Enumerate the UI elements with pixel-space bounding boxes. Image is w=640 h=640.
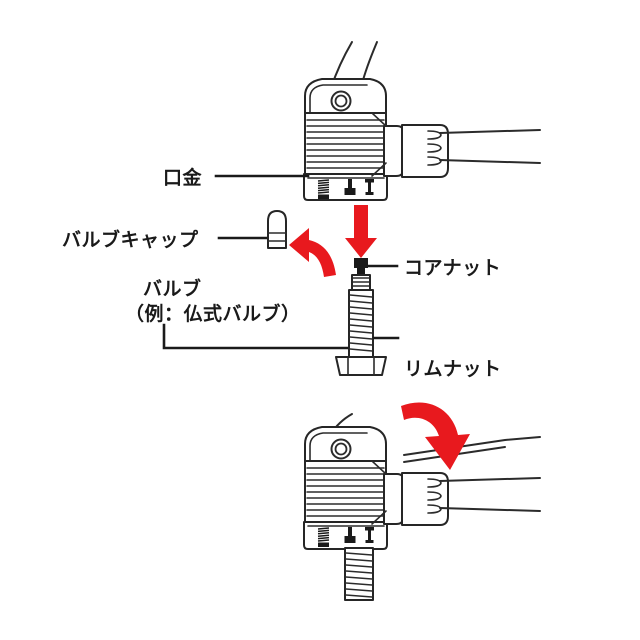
presta-valve	[335, 258, 387, 376]
valve-stem-bottom	[344, 547, 374, 601]
valve-stem-threads	[348, 289, 374, 358]
pin-icon-bottom	[365, 527, 374, 543]
pump-head-button-inner-bottom	[334, 442, 348, 456]
rim-nut	[335, 356, 387, 376]
inset-part-icons	[317, 179, 374, 200]
label-valve-line1: バルブ	[143, 277, 202, 300]
leader-valve-bracket	[162, 323, 349, 350]
thread-lines-bottom	[345, 552, 373, 598]
push-down-arrow-icon	[345, 205, 377, 258]
pin-icon	[365, 179, 374, 195]
adapter-icon	[344, 179, 356, 195]
pump-lever[interactable]	[439, 129, 541, 164]
label-core-nut: コアナット	[404, 257, 501, 279]
valve-neck	[351, 274, 371, 291]
thread-lines	[349, 294, 373, 352]
pump-head-bottom	[303, 426, 541, 601]
pump-head-ribs-bottom	[306, 467, 385, 517]
core-nut	[354, 258, 368, 275]
label-leaders-top	[162, 174, 400, 350]
adapter-icon-bottom	[344, 527, 356, 543]
label-pump-head: 口金	[163, 166, 203, 189]
figure-bottom-attached-pump	[303, 402, 541, 601]
pump-head-button-inner	[334, 94, 348, 108]
label-valve-line2: （例：仏式バルブ）	[125, 302, 301, 325]
label-valve-cap: バルブキャップ	[62, 228, 199, 251]
pump-head	[303, 78, 541, 201]
remove-cap-arrow-icon	[289, 228, 336, 277]
valve-cap	[267, 210, 287, 249]
inset-part-icons-bottom	[317, 527, 374, 548]
lever-close-arrow-icon	[401, 402, 470, 470]
label-rim-nut: リムナット	[404, 358, 502, 380]
figure-top-pump-assembly: 口金 バルブキャップ バルブ （例：仏式バルブ） コアナット リムナット	[62, 41, 541, 380]
pump-head-ribs	[306, 119, 385, 169]
